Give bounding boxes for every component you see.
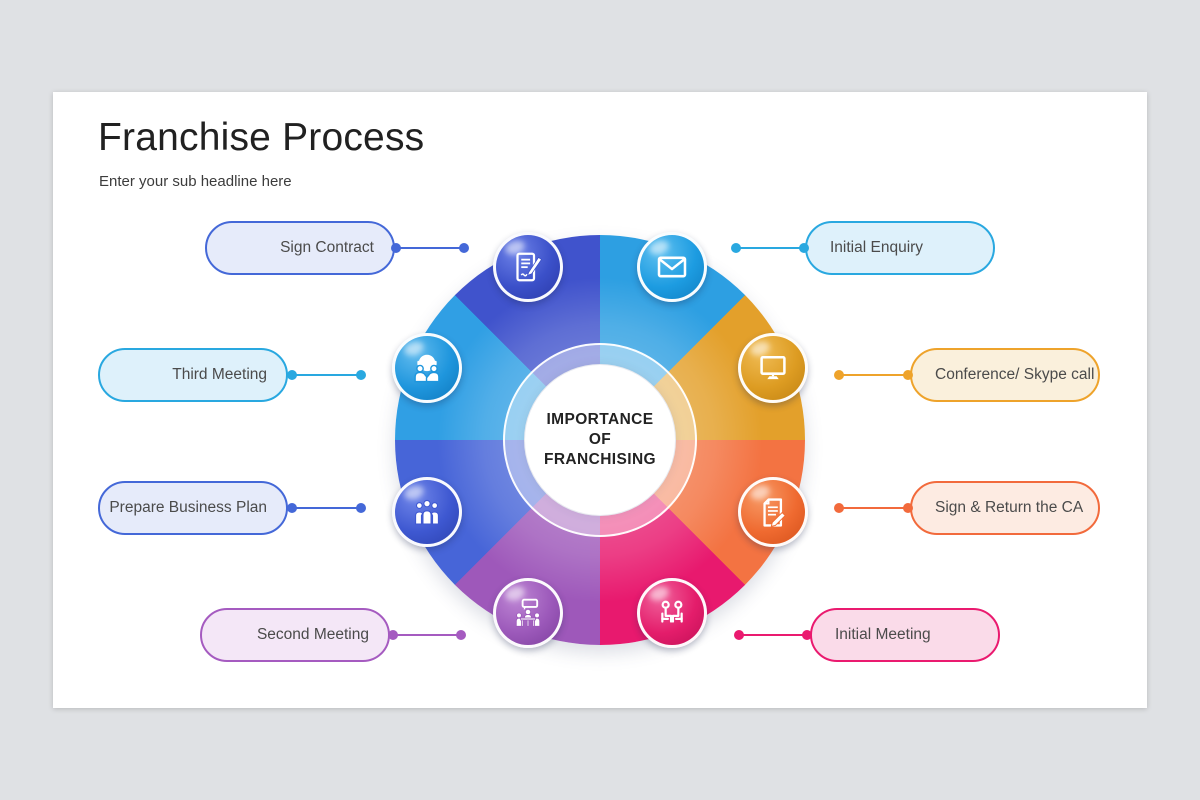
connector-dot [356,370,366,380]
connector-dot [459,243,469,253]
people-group-icon [415,499,439,525]
step-pill-sign-return[interactable]: Sign & Return the CA [910,481,1100,535]
interview-icon [661,600,683,623]
monitor-icon [760,355,786,380]
step-label: Initial Meeting [835,626,931,643]
step-label: Sign & Return the CA [935,499,1084,516]
step-label: Second Meeting [256,626,369,643]
connector-dot [356,503,366,513]
step-pill-conference[interactable]: Conference/ Skype call [910,348,1100,402]
meeting-table-icon [515,598,541,627]
step-pill-sign-contract[interactable]: Sign Contract [205,221,395,275]
connector-line [738,634,810,636]
step-pill-initial-meeting[interactable]: Initial Meeting [810,608,1000,662]
step-icon-second-meeting[interactable] [493,578,563,648]
connector-dot [834,503,844,513]
contract-pen-icon [516,252,543,282]
center-text-line3: FRANCHISING [543,451,657,468]
center-text-line2: OF [588,431,612,448]
connector-dot [903,503,913,513]
connector-dot [731,243,741,253]
connector-dot [287,370,297,380]
step-label: Initial Enquiry [830,239,924,256]
step-label: Sign Contract [280,239,374,256]
step-label: Third Meeting [172,366,267,383]
connector-dot [734,630,744,640]
connector-dot [388,630,398,640]
envelope-icon [657,256,687,278]
step-label: Conference/ Skype call [935,366,1095,383]
page-subtitle: Enter your sub headline here [99,173,292,190]
connector-line [290,374,362,376]
connector-dot [903,370,913,380]
step-icon-prepare-plan[interactable] [392,477,462,547]
connector-dot [287,503,297,513]
step-icon-sign-return[interactable] [738,477,808,547]
connector-line [838,374,910,376]
step-pill-initial-enquiry[interactable]: Initial Enquiry [805,221,995,275]
step-icon-initial-meeting[interactable] [637,578,707,648]
connector-dot [456,630,466,640]
center-circle: IMPORTANCE OF FRANCHISING [524,364,676,516]
page-title: Franchise Process [98,116,425,159]
step-icon-conference[interactable] [738,333,808,403]
connector-line [393,247,465,249]
document-pencil-icon [762,497,786,527]
step-icon-third-meeting[interactable] [392,333,462,403]
connector-dot [391,243,401,253]
connector-dot [799,243,809,253]
support-meeting-icon [414,354,440,383]
step-icon-initial-enquiry[interactable] [637,232,707,302]
connector-line [838,507,910,509]
connector-line [390,634,462,636]
connector-line [290,507,362,509]
center-text-line1: IMPORTANCE [546,411,654,428]
connector-line [735,247,807,249]
step-pill-second-meeting[interactable]: Second Meeting [200,608,390,662]
step-pill-prepare-plan[interactable]: Prepare Business Plan [98,481,288,535]
step-label: Prepare Business Plan [109,499,267,516]
step-pill-third-meeting[interactable]: Third Meeting [98,348,288,402]
step-icon-sign-contract[interactable] [493,232,563,302]
connector-dot [834,370,844,380]
connector-dot [802,630,812,640]
